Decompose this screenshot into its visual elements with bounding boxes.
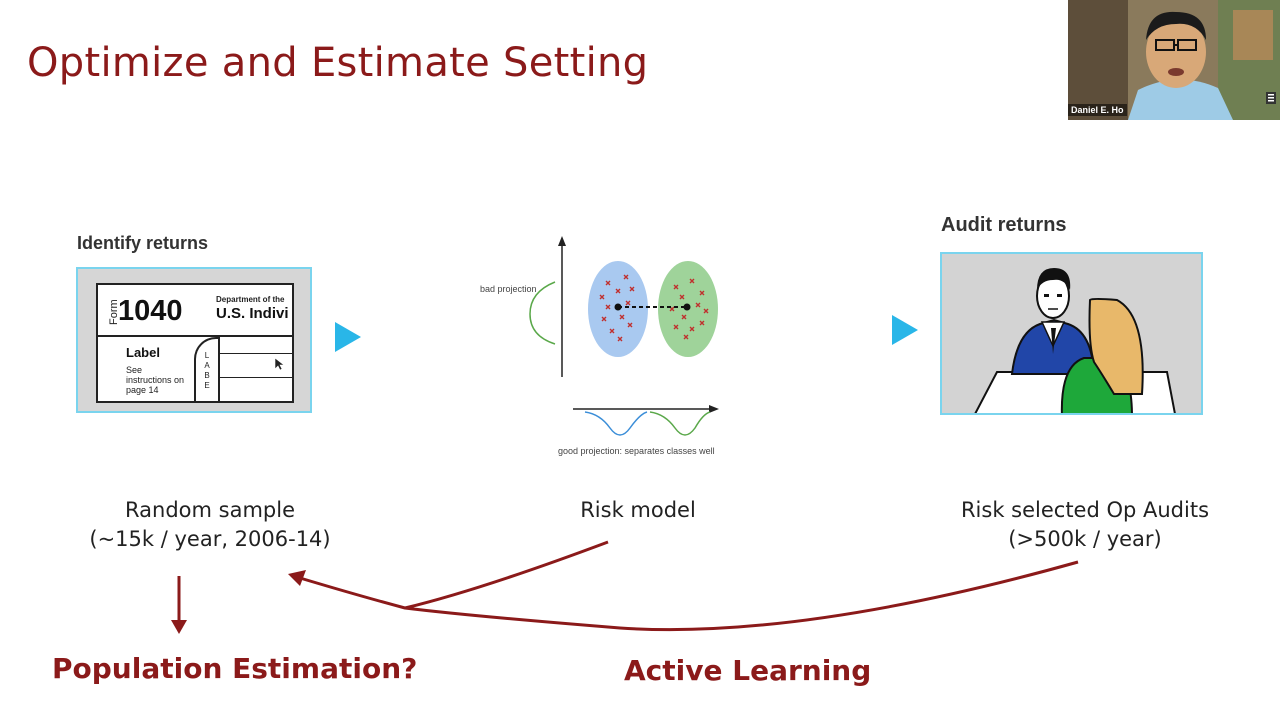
form-us-individual: U.S. Indivi [216,305,289,322]
mic-muted-icon [1266,92,1276,104]
form-see-instructions: See instructions on page 14 [126,365,185,395]
audit-scene [942,254,1201,413]
participant-name: Daniel E. Ho [1068,104,1127,116]
mouse-cursor-icon [274,357,284,371]
random-sample-line1: Random sample [125,498,295,522]
form-divider [98,335,292,337]
form-1040-sheet: Form 1040 Department of the U.S. Indivi … [96,283,294,403]
data-points [599,274,709,342]
form-row-line [220,377,292,378]
form-number: 1040 [118,295,183,327]
play-arrow-icon [335,322,361,352]
form-1040-image: Form 1040 Department of the U.S. Indivi … [76,267,312,413]
webcam-video[interactable]: Daniel E. Ho [1068,0,1280,120]
audit-caption-line2: (>500k / year) [1008,527,1162,551]
good-projection-curve-a [584,411,648,436]
audit-caption: Risk selected Op Audits (>500k / year) [945,496,1225,554]
bad-projection-curve [529,281,556,345]
identify-returns-title: Identify returns [77,233,209,253]
slide-title: Optimize and Estimate Setting [27,40,649,86]
audit-returns-title: Audit returns [941,214,1067,236]
projection-diagram [529,236,719,436]
play-arrow-icon [892,315,918,345]
form-label-bracket [194,337,220,403]
risk-model-caption: Risk model [580,498,696,522]
active-learning-label: Active Learning [624,654,872,687]
curved-arrow-icon [299,560,1079,632]
population-estimation-label: Population Estimation? [52,652,418,685]
good-projection-label: good projection: separates classes well [558,446,715,456]
good-projection-curve-b [649,411,711,436]
audit-illustration [940,252,1203,415]
centroid-a [614,303,622,311]
curved-arrow-icon [404,540,609,610]
form-department: Department of the [216,295,285,304]
random-sample-caption: Random sample (~15k / year, 2006-14) [80,496,340,554]
centroid-b [683,303,691,311]
bad-projection-label: bad projection [480,284,537,294]
random-sample-line2: (~15k / year, 2006-14) [89,527,331,551]
webcam-scene [1068,0,1280,120]
form-label-vertical: L A B E [204,351,210,390]
form-label: Label [126,345,160,360]
audit-caption-line1: Risk selected Op Audits [960,498,1210,522]
form-row-line [220,353,292,354]
form-column-line [218,337,220,403]
